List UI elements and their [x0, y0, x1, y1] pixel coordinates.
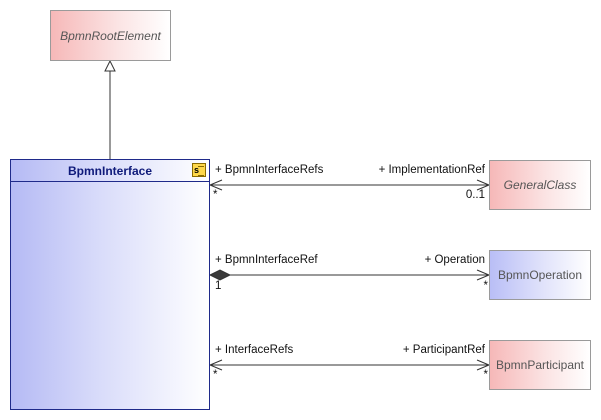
- association-implementation-arrow-left: [208, 179, 223, 191]
- class-general-class[interactable]: GeneralClass: [489, 160, 591, 210]
- generalization-arrowhead: [104, 59, 116, 72]
- class-bpmn-participant[interactable]: BpmnParticipant: [489, 340, 591, 390]
- multiplicity-label: *: [483, 369, 488, 381]
- class-name: BpmnParticipant: [495, 358, 585, 372]
- class-name: BpmnOperation: [497, 268, 583, 282]
- multiplicity-label: 1: [215, 280, 222, 292]
- multiplicity-label: *: [213, 369, 218, 381]
- multiplicity-label: *: [483, 280, 488, 292]
- role-label: + BpmnInterfaceRefs: [215, 164, 324, 176]
- composition-diamond: [208, 269, 232, 281]
- role-label: + ImplementationRef: [378, 164, 485, 176]
- class-name: BpmnInterface: [67, 163, 153, 178]
- role-label: + ParticipantRef: [402, 344, 485, 356]
- multiplicity-label: 0..1: [465, 189, 485, 201]
- class-name: BpmnRootElement: [60, 28, 161, 43]
- role-label: + BpmnInterfaceRef: [215, 254, 318, 266]
- stereotype-icon: s: [192, 163, 206, 177]
- class-bpmn-root-element[interactable]: BpmnRootElement: [50, 10, 171, 61]
- role-label: + Operation: [424, 254, 485, 266]
- multiplicity-label: *: [213, 189, 218, 201]
- class-bpmn-operation[interactable]: BpmnOperation: [489, 250, 591, 300]
- class-name: GeneralClass: [503, 178, 577, 192]
- class-header: BpmnInterface s: [11, 160, 209, 182]
- class-bpmn-interface[interactable]: BpmnInterface s: [10, 159, 210, 410]
- association-participant-arrow-left: [208, 359, 223, 371]
- role-label: + InterfaceRefs: [215, 344, 294, 356]
